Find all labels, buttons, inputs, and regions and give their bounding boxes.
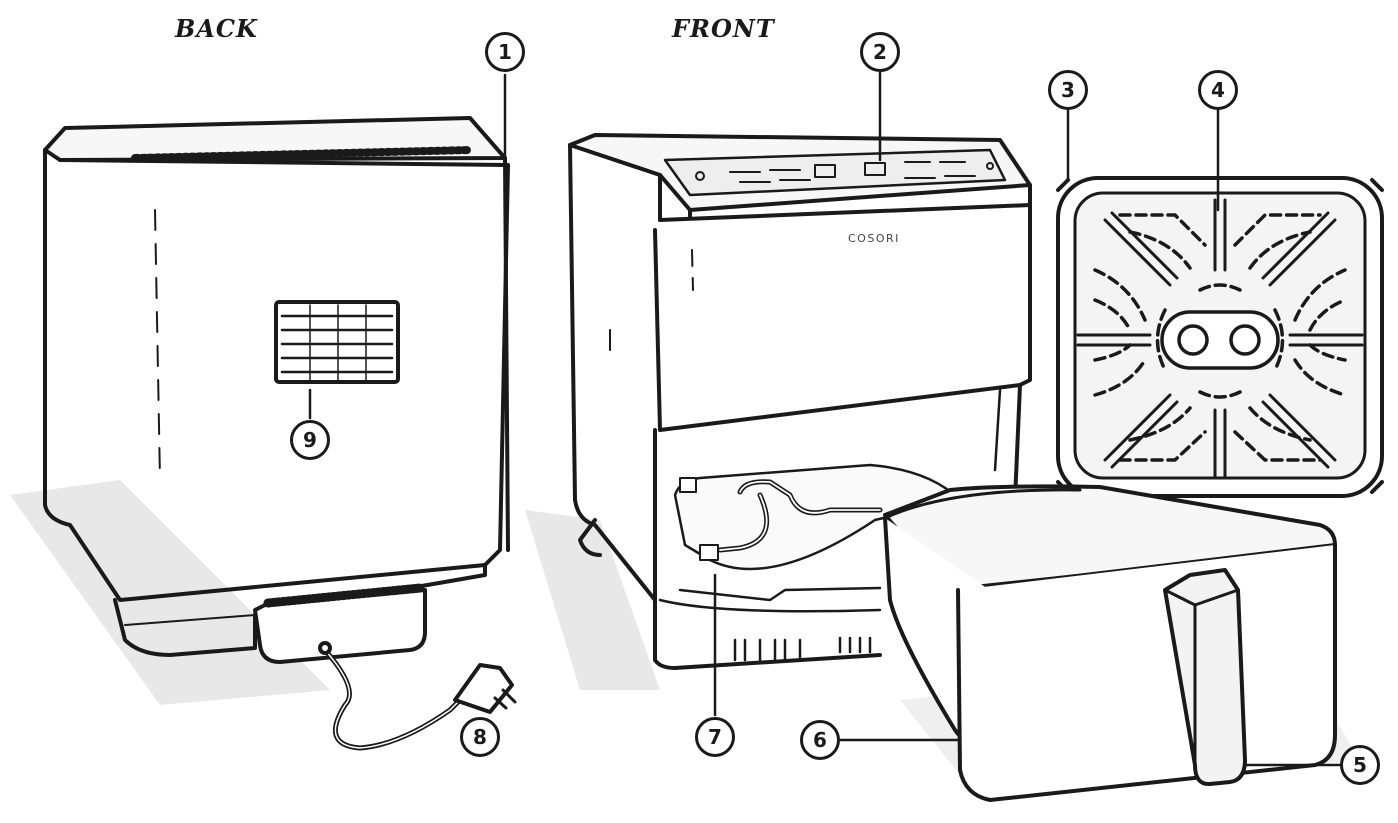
- cord-housing: [253, 588, 427, 664]
- callout-9: 9: [290, 420, 330, 460]
- basket-cavity: [653, 428, 882, 670]
- back-body: [43, 148, 510, 602]
- crisper-plate: [1056, 108, 1384, 498]
- callout-8: 8: [460, 717, 500, 757]
- callout-6: 6: [800, 720, 840, 760]
- back-top-vent: [131, 146, 474, 162]
- brand-logo: COSORI: [848, 232, 900, 245]
- view-title-front: FRONT: [672, 14, 775, 43]
- basket: [838, 484, 1342, 802]
- panel-buttons: [695, 161, 994, 183]
- rear-vent: [274, 300, 400, 384]
- callout-4: 4: [1198, 70, 1238, 110]
- power-cord: [322, 647, 473, 751]
- front-unit: [568, 71, 1032, 717]
- basket-handle: [1163, 568, 1247, 787]
- callout-1: 1: [485, 32, 525, 72]
- view-title-back: BACK: [175, 14, 258, 43]
- callout-2: 2: [860, 32, 900, 72]
- callout-3: 3: [1048, 70, 1088, 110]
- back-unit: [43, 73, 517, 751]
- callout-7: 7: [695, 717, 735, 757]
- front-fascia: [653, 203, 1032, 432]
- back-base: [113, 563, 487, 657]
- callout-5: 5: [1340, 745, 1380, 785]
- power-plug: [453, 663, 517, 714]
